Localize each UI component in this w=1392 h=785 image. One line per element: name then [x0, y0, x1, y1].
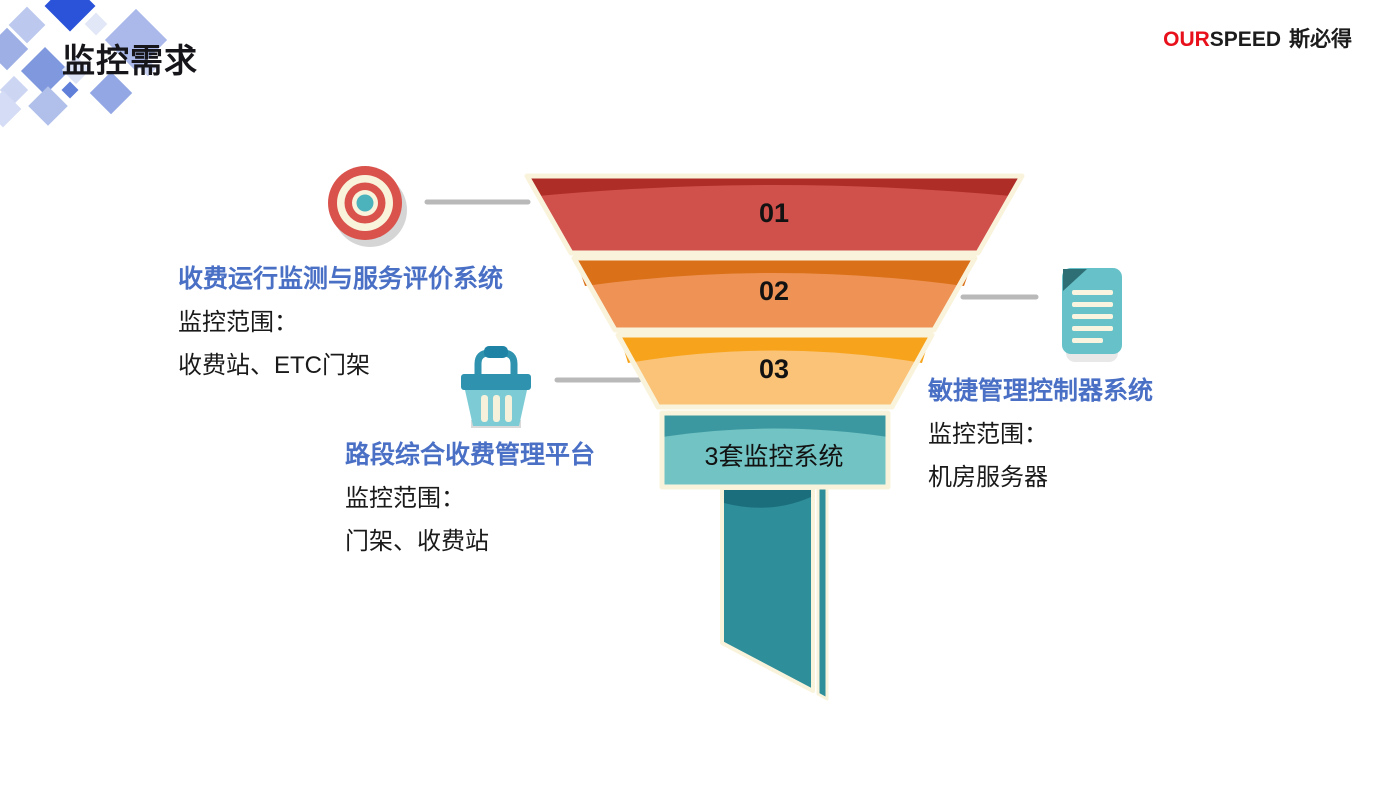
funnel-level-3-band: [620, 337, 930, 363]
basket-icon-rim: [461, 374, 531, 390]
funnel-result-band: [662, 413, 888, 437]
annotation-scope-label: 监控范围：: [178, 309, 298, 336]
funnel-level-1: [524, 173, 1025, 256]
annotation-title: 敏捷管理控制器系统: [928, 377, 1154, 405]
annotation-scope-value: 机房服务器: [928, 464, 1048, 491]
annotation-title: 收费运行监测与服务评价系统: [178, 265, 504, 293]
logo-text-chinese: 斯必得: [1289, 28, 1352, 51]
funnel-level-1-band: [529, 178, 1020, 196]
annotation-title: 路段综合收费管理平台: [345, 441, 596, 469]
funnel-level-1-label: 01: [758, 198, 790, 228]
target-icon: [328, 166, 407, 247]
basket-icon-stripe: [505, 395, 512, 422]
funnel-spout-body: [720, 486, 815, 693]
funnel-result-label: 3套监控系统: [704, 443, 844, 471]
document-icon-fold: [1063, 269, 1087, 291]
annotation-scope-label: 监控范围：: [345, 485, 465, 512]
funnel-level-2-label: 02: [758, 276, 790, 306]
funnel-level-1-body: [527, 176, 1022, 253]
funnel-level-3: [615, 332, 935, 410]
logo-text-our: OUR: [1163, 28, 1210, 51]
annotation-scope-value: 门架、收费站: [345, 528, 489, 555]
document-icon-page: [1062, 268, 1122, 354]
target-icon-bullseye: [356, 194, 374, 212]
annotation-scope-value: 收费站、ETC门架: [178, 352, 370, 379]
basket-icon-stripe: [481, 395, 488, 422]
annotation-toll-operation-system: 收费运行监测与服务评价系统 监控范围： 收费站、ETC门架: [178, 258, 503, 387]
document-icon: [1062, 268, 1122, 362]
annotation-road-section-platform: 路段综合收费管理平台 监控范围： 门架、收费站: [345, 434, 595, 563]
funnel-spout: [720, 486, 829, 701]
funnel-level-3-label: 03: [758, 354, 790, 384]
basket-icon-grip: [484, 346, 508, 358]
logo-text-speed: SPEED: [1209, 28, 1281, 51]
document-icon-line: [1072, 302, 1113, 307]
funnel-level-3-outline: [615, 332, 935, 410]
funnel-level-1-outline: [524, 173, 1025, 256]
annotation-agile-controller-system: 敏捷管理控制器系统 监控范围： 机房服务器: [928, 370, 1153, 499]
funnel-result-outline: [659, 410, 891, 490]
annotation-scope-label: 监控范围：: [928, 421, 1048, 448]
funnel-spout-shade: [724, 490, 811, 508]
funnel-result-box: [659, 410, 891, 490]
document-icon-line: [1072, 338, 1103, 343]
basket-icon: [461, 346, 531, 428]
basket-icon-stripe: [493, 395, 500, 422]
page-title: 监控需求: [62, 42, 198, 79]
document-icon-line: [1072, 314, 1113, 319]
brand-logo: OURSPEED 斯必得: [1163, 23, 1352, 53]
funnel-level-2-band: [576, 260, 973, 286]
funnel-level-2-outline: [571, 255, 978, 333]
funnel-level-2: [571, 255, 978, 333]
document-icon-line: [1072, 326, 1113, 331]
document-icon-line: [1072, 290, 1113, 295]
funnel-spout-edge: [816, 486, 829, 701]
